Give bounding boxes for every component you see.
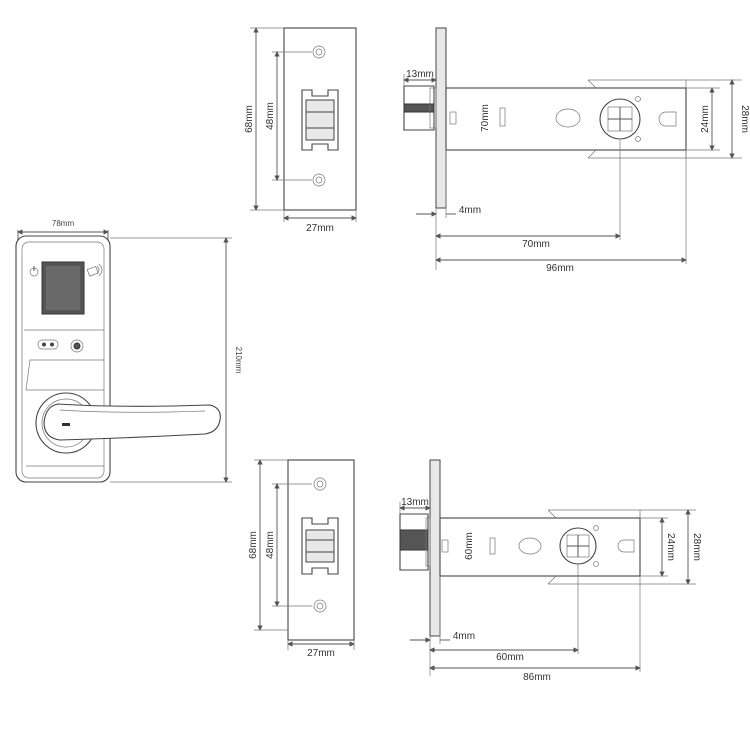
latch-top-slot-label: 70mm (480, 104, 491, 132)
strike-bottom-spacing-label: 48mm (265, 531, 276, 559)
lever-slot (62, 423, 70, 426)
latch-top-faceplate-label: 4mm (459, 205, 481, 216)
latch-bottom-outer-height-label: 28mm (691, 533, 702, 561)
latch-bottom-inner-height-label: 24mm (665, 533, 676, 561)
rfid-card-icon (86, 263, 103, 277)
indicator-lights (37, 339, 59, 350)
latch-bottom-faceplate (429, 459, 441, 637)
strike-bottom-width-label: 27mm (307, 648, 335, 659)
lever-handle[interactable] (43, 403, 221, 441)
latch-top: 13mm 70mm 24mm 28mm 4mm 70mm 96mm (403, 27, 750, 274)
latch-top-body (445, 87, 687, 151)
strike-plate-top: 68mm 48mm 27mm (244, 27, 357, 234)
latch-bottom: 13mm 60mm 24mm 28mm 4mm 60mm 86mm (399, 459, 702, 683)
strike-top-height-label: 68mm (244, 105, 255, 133)
latch-bottom-body (439, 517, 641, 577)
latch-bottom-backset-label: 60mm (496, 652, 524, 663)
latch-top-outer-height-label: 28mm (739, 105, 750, 133)
handle-height-label: 210mm (234, 347, 243, 374)
latch-top-backset-label: 70mm (522, 239, 550, 250)
latch-top-faceplate (435, 27, 447, 209)
handle-width-label: 78mm (52, 219, 75, 228)
strike-top-width-label: 27mm (306, 223, 334, 234)
latch-bottom-length-label: 86mm (523, 672, 551, 683)
strike-bottom-height-label: 68mm (248, 531, 259, 559)
latch-top-inner-height-label: 24mm (700, 105, 711, 133)
latch-bottom-faceplate-label: 4mm (453, 631, 475, 642)
handle-unit: 78mm 210mm (15, 219, 243, 483)
latch-bottom-face-label: 13mm (401, 497, 429, 508)
strike-top-spacing-label: 48mm (265, 102, 276, 130)
keyhole-icon (70, 339, 84, 353)
power-icon (29, 266, 39, 277)
strike-plate-bottom: 68mm 48mm 27mm (248, 459, 355, 659)
latch-bottom-slot-label: 60mm (464, 532, 475, 560)
latch-top-face-label: 13mm (406, 69, 434, 80)
latch-top-length-label: 96mm (546, 263, 574, 274)
